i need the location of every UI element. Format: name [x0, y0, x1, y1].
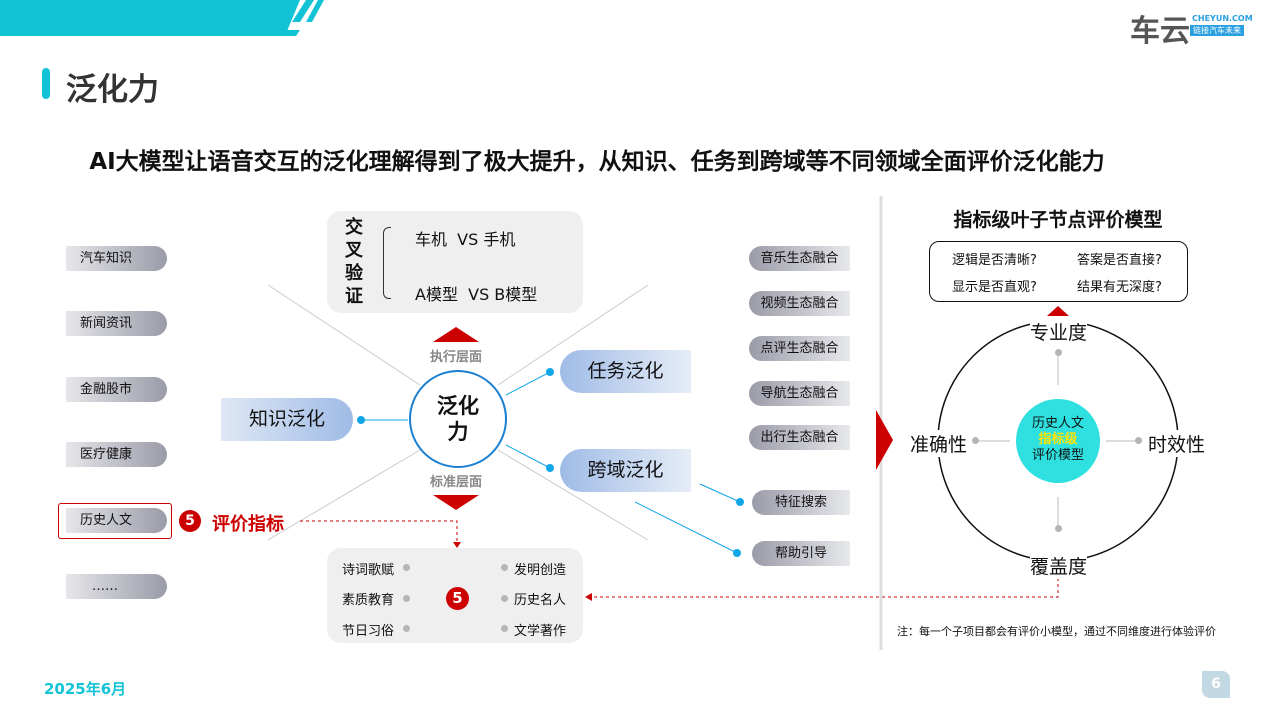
sub-item: 发明创造: [514, 563, 567, 578]
connector-dot: [733, 549, 741, 557]
question: 逻辑是否清晰?: [952, 253, 1037, 268]
question: 显示是否直观?: [952, 280, 1037, 295]
questions-box: [929, 241, 1188, 302]
highlight-box: [58, 503, 172, 539]
connector-dot: [546, 464, 554, 472]
list-item: 帮助引导: [752, 541, 850, 566]
bottom-layer-label: 标准层面: [429, 475, 482, 490]
dot: [1135, 437, 1142, 444]
model-note: 注：每一个子项目都会有评价小模型，通过不同维度进行体验评价: [897, 625, 1216, 638]
dimension-top: 专业度: [1030, 318, 1088, 345]
list-item: 出行生态融合: [749, 425, 850, 450]
list-item: 金融股市: [66, 377, 167, 402]
cross-domain-branch: 跨域泛化: [560, 449, 691, 492]
sub-item: 诗词歌赋: [342, 563, 395, 578]
connector-dot: [357, 416, 365, 424]
dot: [403, 625, 410, 632]
header-banner: [0, 0, 324, 36]
cross-row: 车机 VS 手机: [415, 230, 516, 249]
sub-item: 节日习俗: [342, 624, 395, 639]
question: 结果有无深度?: [1077, 280, 1162, 295]
dot: [501, 625, 508, 632]
model-core: 历史人文 指标级 评价模型: [1016, 399, 1100, 483]
cross-validation-box: [327, 211, 583, 313]
knowledge-branch: 知识泛化: [221, 398, 353, 441]
center-circle: 泛化力: [409, 370, 507, 468]
list-item: 音乐生态融合: [749, 246, 850, 271]
list-item: 点评生态融合: [749, 336, 850, 361]
task-branch: 任务泛化: [560, 350, 691, 393]
dot: [1055, 525, 1062, 532]
list-item: 视频生态融合: [749, 291, 850, 316]
dot: [403, 564, 410, 571]
dot: [501, 564, 508, 571]
cross-row: A模型 VS B模型: [415, 285, 538, 304]
list-item: 医疗健康: [66, 442, 167, 467]
list-item: 导航生态融合: [749, 381, 850, 406]
dimension-right: 时效性: [1148, 430, 1206, 457]
sub-count-badge: 5: [446, 587, 469, 610]
list-item: ……: [66, 574, 167, 599]
sub-item: 素质教育: [342, 593, 395, 608]
dot: [1055, 349, 1062, 356]
logo-sub: CHEYUN.COM: [1192, 14, 1253, 23]
core-line: 评价模型: [1031, 448, 1084, 463]
dimension-left: 准确性: [910, 430, 968, 457]
cross-validation-title: 交叉验证: [345, 217, 363, 307]
sub-item: 历史名人: [514, 593, 567, 608]
eval-count-badge: 5: [179, 510, 201, 532]
bracket: [383, 227, 391, 299]
dot: [403, 595, 410, 602]
list-item: 历史人文: [66, 508, 167, 533]
model-title: 指标级叶子节点评价模型: [953, 209, 1163, 231]
question: 答案是否直接?: [1077, 253, 1162, 268]
page-title: 泛化力: [66, 72, 159, 108]
footer-date: 2025年6月: [44, 680, 127, 698]
sub-item: 文学著作: [514, 624, 567, 639]
list-item: 汽车知识: [66, 246, 167, 271]
core-line: 指标级: [1038, 432, 1078, 447]
title-accent: [42, 68, 50, 99]
connector-dot: [736, 498, 744, 506]
dimension-bottom: 覆盖度: [1030, 552, 1088, 579]
logo: 车云: [1130, 14, 1190, 49]
eval-label: 评价指标: [212, 514, 284, 535]
core-line: 历史人文: [1031, 416, 1084, 431]
logo-tag: 链接汽车未来: [1190, 25, 1244, 36]
subtitle: AI大模型让语音交互的泛化理解得到了极大提升，从知识、任务到跨域等不同领域全面评…: [89, 149, 1105, 175]
list-item: 新闻资讯: [66, 311, 167, 336]
page-number: 6: [1202, 671, 1230, 698]
dot: [972, 437, 979, 444]
connector-dot: [546, 368, 554, 376]
top-layer-label: 执行层面: [429, 350, 482, 365]
dot: [501, 595, 508, 602]
list-item: 特征搜索: [752, 490, 850, 515]
